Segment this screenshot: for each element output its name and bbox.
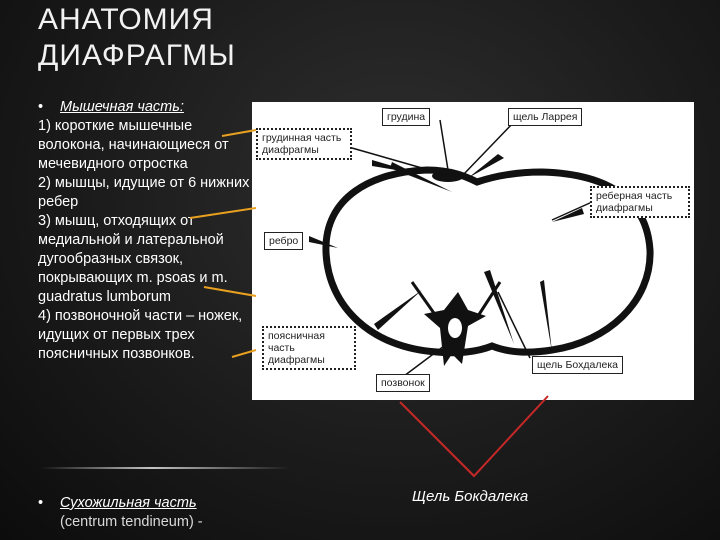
separator-line xyxy=(40,467,290,469)
tendon-part-heading-row: • Сухожильная часть xyxy=(38,494,258,513)
title-line-2: ДИАФРАГМЫ xyxy=(38,39,236,72)
sternal-leader xyxy=(351,147,451,177)
label-rib: ребро xyxy=(264,232,304,250)
costal-fibres xyxy=(390,162,452,192)
muscular-item-2: 2) мышцы, идущие от 6 нижних ребер xyxy=(38,175,250,210)
vertebra-leader xyxy=(403,345,445,377)
slide-title: АНАТОМИЯ ДИАФРАГМЫ xyxy=(38,2,458,74)
larrey-fibres xyxy=(468,154,504,178)
crus-right xyxy=(476,281,502,317)
label-lumbar-part: поясничная часть диафрагмы xyxy=(262,326,356,370)
label-bochdalek: щель Бохдалека xyxy=(532,356,623,374)
bullet-icon: • xyxy=(38,99,44,115)
muscular-item-1: 1) короткие мышечные волокона, начинающи… xyxy=(38,118,229,172)
rib-marker xyxy=(309,236,338,248)
bochdalek-fibres xyxy=(484,270,514,344)
larrey-leader xyxy=(461,121,515,177)
bullet-icon: • xyxy=(38,495,44,511)
muscular-part-text: • Мышечная часть: 1) короткие мышечные в… xyxy=(38,98,253,364)
sternum-leader xyxy=(439,119,449,171)
diaphragm-drawing xyxy=(309,119,654,377)
bochdalek-caption: Щель Бокдалека xyxy=(412,488,529,505)
title-line-1: АНАТОМИЯ xyxy=(38,3,214,36)
lumbar-fibres xyxy=(374,290,422,330)
diaphragm-diagram: грудина щель Ларрея грудинная часть диаф… xyxy=(252,102,694,400)
tendon-part-latin: (centrum tendineum) - xyxy=(60,514,203,530)
muscular-part-heading: Мышечная часть: xyxy=(60,99,184,115)
costal-leader xyxy=(551,201,593,221)
muscular-item-3: 3) мышц, отходящих от медиальной и латер… xyxy=(38,213,228,305)
costal-right-fibres xyxy=(552,208,584,222)
spinal-canal-shape xyxy=(448,318,462,338)
muscular-part-heading-row: • Мышечная часть: xyxy=(38,98,253,117)
label-sternal-part: грудинная часть диафрагмы xyxy=(256,128,352,160)
label-costal-part: реберная часть диафрагмы xyxy=(590,186,690,218)
bochdalek-leader xyxy=(497,291,531,359)
bochdalek-fibres-2 xyxy=(540,280,552,352)
tendon-part-text: • Сухожильная часть (centrum tendineum) … xyxy=(38,494,258,532)
label-sternum: грудина xyxy=(382,108,431,126)
label-larrey-gap: щель Ларрея xyxy=(508,108,583,126)
pointer-red xyxy=(399,395,549,478)
crus-left xyxy=(410,281,438,317)
label-vertebra: позвонок xyxy=(376,374,430,392)
tendon-part-heading: Сухожильная часть xyxy=(60,495,197,511)
muscular-item-4: 4) позвоночной части – ножек, идущих от … xyxy=(38,308,243,362)
